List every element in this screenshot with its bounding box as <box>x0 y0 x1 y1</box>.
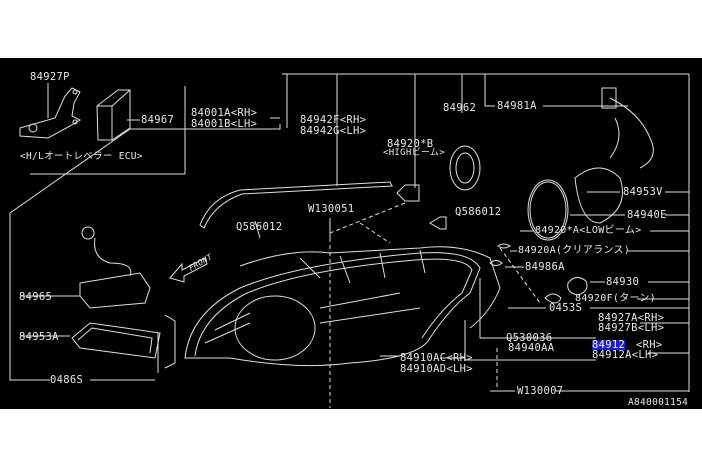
bracket-drawing <box>19 83 82 139</box>
part-label-84920a-clearance[interactable]: 84920A(クリアランス) <box>518 245 631 256</box>
part-label-0453s[interactable]: 0453S <box>549 302 583 314</box>
part-label-84940e[interactable]: 84940E <box>627 209 667 221</box>
dashed-leaders <box>329 202 541 408</box>
parts-diagram: 84927P 84967 <H/Lオートレベラー ECU> 84001A<RH>… <box>0 58 702 409</box>
part-label-84001a[interactable]: 84001A<RH> <box>191 107 258 119</box>
part-label-84910ad[interactable]: 84910AD<LH> <box>400 363 473 375</box>
part-label-84986a[interactable]: 84986A <box>525 261 565 273</box>
leveler-parts-drawing <box>71 226 176 373</box>
drawing-id: A840001154 <box>628 397 689 408</box>
part-label-84927b[interactable]: 84927B<LH> <box>598 322 665 334</box>
part-label-84927a[interactable]: 84927A<RH> <box>598 312 665 324</box>
part-label-84001b[interactable]: 84001B<LH> <box>191 118 258 130</box>
part-label-q530036[interactable]: Q530036 <box>506 332 553 344</box>
part-label-84942f[interactable]: 84942F<RH> <box>300 114 367 126</box>
part-label-84912a[interactable]: 84912A<LH> <box>592 349 659 361</box>
part-label-84981a[interactable]: 84981A <box>497 100 537 112</box>
part-label-84910ac[interactable]: 84910AC<RH> <box>400 352 473 364</box>
part-label-w130007[interactable]: W130007 <box>517 385 564 397</box>
part-label-84967[interactable]: 84967 <box>141 114 175 126</box>
part-label-q586012-left[interactable]: Q586012 <box>236 221 283 233</box>
ecu-drawing <box>96 89 131 141</box>
ecu-caption: <H/Lオートレベラー ECU> <box>20 151 143 162</box>
part-label-84953a[interactable]: 84953A <box>19 331 59 343</box>
part-label-84927p[interactable]: 84927P <box>30 71 70 83</box>
leader-lines <box>9 73 690 392</box>
part-label-q586012-right[interactable]: Q586012 <box>455 206 502 218</box>
part-label-84942g[interactable]: 84942G<LH> <box>300 125 367 137</box>
part-label-84920b[interactable]: 84920*B <box>387 138 434 150</box>
part-label-84940aa[interactable]: 84940AA <box>508 342 555 354</box>
part-label-84920b-note: <HIGHビーム> <box>383 148 445 158</box>
part-label-84953v[interactable]: 84953V <box>623 186 663 198</box>
part-label-84920a-low[interactable]: 84920*A<LOWビーム> <box>535 225 642 236</box>
part-label-84930[interactable]: 84930 <box>606 276 640 288</box>
part-label-84912-rh: <RH> <box>636 339 663 351</box>
part-label-0486s[interactable]: 0486S <box>50 374 84 386</box>
seal-strip <box>199 181 393 229</box>
part-label-84962[interactable]: 84962 <box>443 102 477 114</box>
part-label-84965[interactable]: 84965 <box>19 291 53 303</box>
part-label-w130051[interactable]: W130051 <box>308 203 355 215</box>
part-label-84912-selected[interactable]: 84912 <box>592 339 626 351</box>
headlight-assembly-drawing <box>184 246 501 367</box>
front-arrow <box>169 257 208 283</box>
lamp-parts-drawing <box>396 87 654 304</box>
part-label-84920f[interactable]: 84920F(ターン) <box>575 293 656 304</box>
headlight-line-art <box>9 73 690 408</box>
